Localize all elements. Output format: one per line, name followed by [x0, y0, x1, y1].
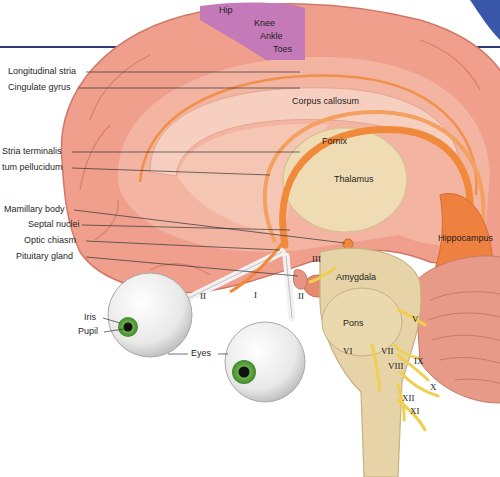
anatomy-label: Septal nuclei: [28, 219, 80, 230]
anatomy-label: Amygdala: [336, 272, 376, 283]
anatomy-label: Longitudinal stria: [8, 66, 76, 77]
nerve-number: IX: [414, 356, 424, 367]
body-map-label: Ankle: [260, 31, 283, 42]
anatomy-label: Iris: [84, 312, 96, 323]
body-map-label: Hip: [219, 5, 233, 16]
anatomy-label: Fornix: [322, 136, 347, 147]
anatomy-label: Mamillary body: [4, 204, 65, 215]
nerve-number: III: [312, 254, 321, 265]
nerve-number: VI: [343, 346, 353, 357]
nerve-number: X: [430, 382, 437, 393]
anatomy-label: Optic chiasm: [24, 235, 76, 246]
body-map-label: Knee: [254, 18, 275, 29]
anatomy-label: Hippocampus: [438, 233, 493, 244]
anatomy-label: Pituitary gland: [16, 251, 73, 262]
anatomy-label: Thalamus: [334, 174, 374, 185]
nerve-number: VII: [381, 346, 394, 357]
anatomy-label: Eyes: [191, 348, 211, 359]
nerve-number: XI: [410, 406, 420, 417]
body-map-label: Toes: [273, 44, 292, 55]
anatomy-label: tum pellucidum: [2, 162, 63, 173]
nerve-number: II: [200, 291, 206, 302]
anatomy-label: Stria terminalis: [2, 146, 62, 157]
nerve-number: V: [412, 314, 419, 325]
anatomy-label: Pupil: [78, 326, 98, 337]
anatomy-label: Corpus callosum: [292, 96, 359, 107]
nerve-number: VIII: [388, 361, 404, 372]
anatomy-label: Cingulate gyrus: [8, 82, 71, 93]
anatomy-label: Pons: [343, 318, 364, 329]
nerve-number: XII: [402, 393, 415, 404]
nerve-number: II: [298, 291, 304, 302]
nerve-number: I: [254, 290, 257, 301]
